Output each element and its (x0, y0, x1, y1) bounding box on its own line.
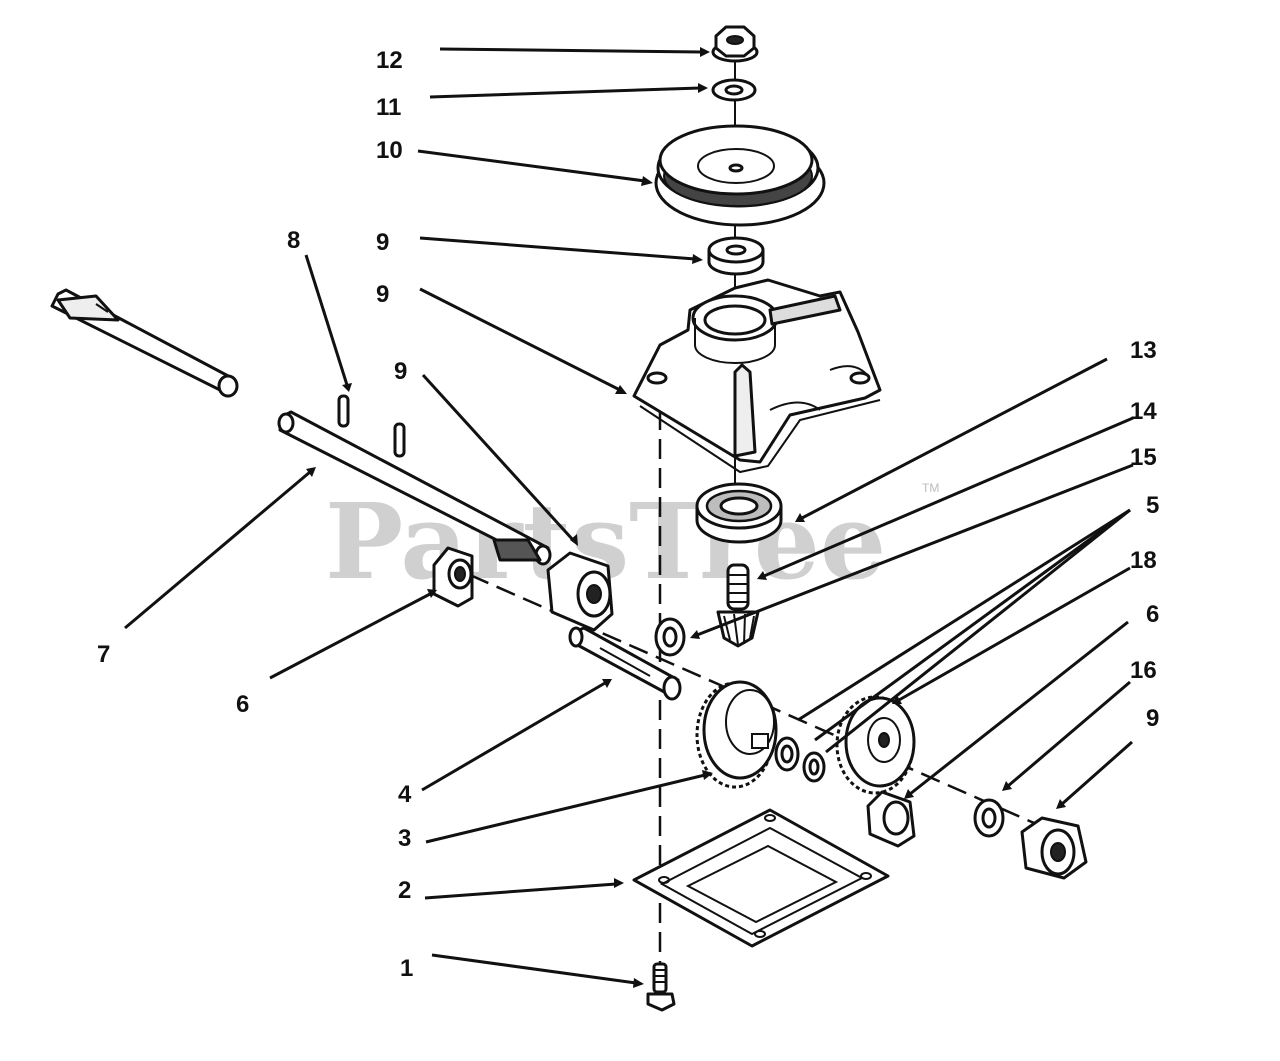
callout-9-upper-number: 9 (394, 358, 407, 385)
part-3-gear (695, 680, 778, 789)
callout-17-lower: 16 (1130, 657, 1157, 684)
callout-15: 13 (1130, 337, 1157, 364)
part-1-bolt (646, 962, 676, 1012)
part-5-washer-b (802, 751, 826, 783)
callout-2: 2 (398, 877, 411, 904)
callout-4: 4 (398, 781, 412, 808)
callout-5: 5 (1146, 492, 1159, 519)
callout-17-upper: 15 (1130, 444, 1157, 471)
leader-lines (124, 47, 1134, 988)
part-7-shaft (50, 288, 239, 398)
part-7-axle (277, 410, 552, 566)
callout-16: 14 (1130, 398, 1157, 425)
part-8-roll-pin-a (337, 394, 350, 428)
part-17-pinion-gear (716, 563, 760, 648)
part-9-bushing-upper (546, 551, 614, 632)
callout-1: 1 (400, 955, 413, 982)
part-17-thrust-washer (654, 617, 686, 657)
callout-12: 10 (376, 137, 403, 164)
callout-11: 9 (376, 229, 389, 256)
callout-9-lower: 9 (1146, 705, 1159, 732)
callout-7: 7 (97, 641, 110, 668)
callout-labels: 12 11 10 9 9 8 9 9 7 6 4 3 2 1 13 14 15 … (97, 47, 1159, 982)
callout-3: 3 (398, 825, 411, 852)
callout-10: 9 (376, 281, 389, 308)
callout-8: 8 (287, 227, 300, 254)
callout-6-left: 6 (236, 691, 249, 718)
callout-13: 11 (376, 94, 401, 121)
part-5-washer-a (774, 736, 800, 772)
part-11-spacer (707, 236, 765, 276)
part-6-bushing-left (432, 546, 474, 608)
callout-14: 12 (376, 47, 403, 74)
part-17-thrust-washer-right (973, 798, 1005, 838)
part-15-bearing (695, 482, 783, 544)
part-4-shaft (568, 626, 682, 701)
part-14-flange-nut (711, 25, 759, 63)
callout-6-right: 6 (1146, 601, 1159, 628)
callout-18: 18 (1130, 547, 1157, 574)
part-13-washer (711, 78, 757, 102)
part-10-gearbox-housing (632, 278, 882, 474)
part-8-roll-pin-b (393, 422, 406, 458)
part-9-bushing-lower (1020, 816, 1088, 880)
part-12-pulley (654, 124, 826, 227)
part-2-gasket (632, 808, 890, 948)
part-6-bushing-right (866, 790, 916, 848)
svg-text:TM: TM (922, 481, 939, 495)
